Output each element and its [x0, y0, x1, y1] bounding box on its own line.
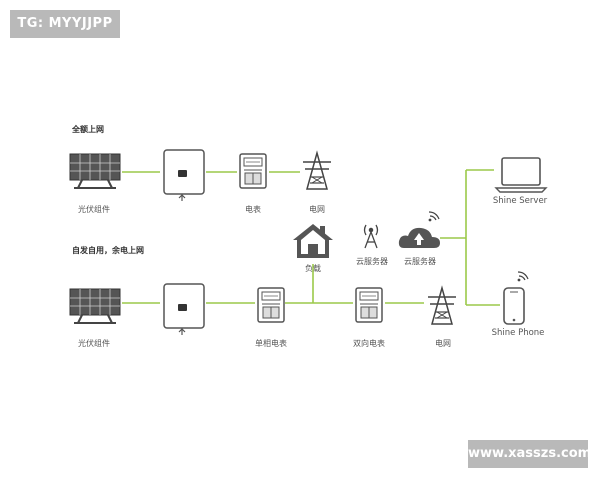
label-shine-phone: Shine Phone [491, 328, 545, 338]
power-tower-icon [427, 287, 457, 325]
house-icon [293, 224, 333, 258]
label-shine-server: Shine Server [492, 196, 548, 206]
label-load: 负载 [305, 264, 321, 273]
power-tower-icon [302, 152, 332, 190]
section-title-self-use: 自发自用，余电上网 [72, 246, 144, 255]
inverter-icon [163, 149, 205, 202]
laptop-icon [494, 157, 548, 193]
watermark-badge-top: TG: MYYJJPP [10, 10, 120, 38]
antenna-tower-icon [363, 224, 379, 249]
watermark-badge-bottom: www.xasszs.com [468, 440, 591, 468]
connection-lines [122, 169, 500, 306]
label-grid: 电网 [309, 205, 325, 214]
bidirectional-meter-icon [355, 287, 383, 323]
label-cloud-server: 云服务器 [404, 257, 436, 266]
single-phase-meter-icon [257, 287, 285, 323]
cloud-upload-icon [398, 211, 440, 248]
label-solar-panel: 光伏组件 [78, 339, 110, 348]
label-single-phase-meter: 单相电表 [255, 339, 287, 348]
solar-panel-icon [69, 153, 121, 189]
smartphone-icon [503, 271, 529, 325]
label-bidirectional-meter: 双向电表 [353, 339, 385, 348]
label-cloud-server-tower: 云服务器 [356, 257, 388, 266]
label-grid: 电网 [435, 339, 451, 348]
label-solar-panel: 光伏组件 [78, 205, 110, 214]
section-title-full-grid: 全额上网 [72, 125, 104, 134]
solar-panel-icon [69, 288, 121, 324]
inverter-icon [163, 283, 205, 336]
label-meter: 电表 [245, 205, 261, 214]
meter-icon [239, 153, 267, 189]
